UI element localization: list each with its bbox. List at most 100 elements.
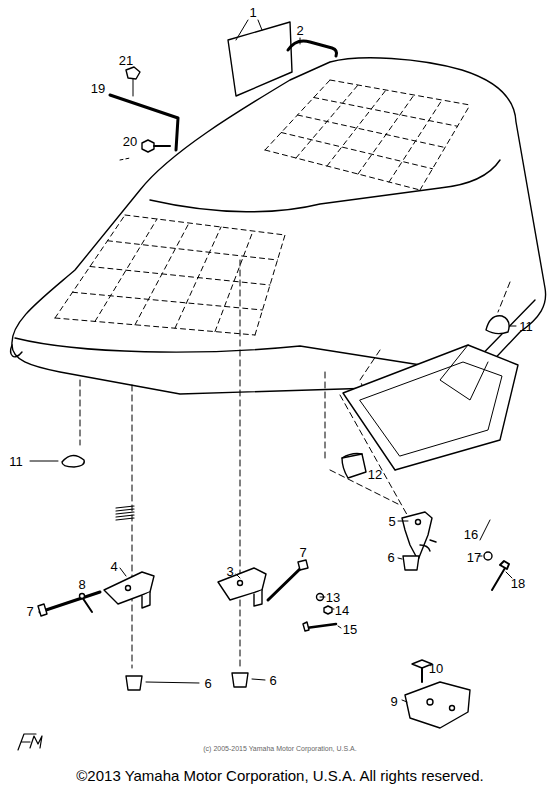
seat-quilting bbox=[90, 267, 270, 286]
callout-number: 20 bbox=[123, 135, 137, 148]
seat-quilting bbox=[175, 227, 221, 328]
hinge-bracket bbox=[420, 540, 436, 551]
seat-cushion bbox=[12, 58, 546, 394]
seat-quilting bbox=[255, 235, 285, 335]
seat-strap bbox=[288, 41, 337, 56]
seat-damper bbox=[342, 454, 366, 479]
seat-lock-bracket bbox=[405, 682, 470, 728]
bolt bbox=[40, 592, 100, 612]
assembly-lines bbox=[240, 260, 241, 668]
seat-quilting bbox=[327, 90, 386, 166]
bolt bbox=[38, 560, 308, 616]
callout-number: 9 bbox=[390, 695, 397, 708]
assembly-lines bbox=[80, 260, 510, 668]
washer-nut bbox=[324, 606, 332, 614]
seat-quilting bbox=[265, 80, 330, 150]
callout-number: 13 bbox=[326, 591, 340, 604]
seat-quilting bbox=[73, 292, 263, 310]
bolt bbox=[298, 560, 308, 570]
spring bbox=[116, 506, 134, 520]
seat-bracket bbox=[120, 568, 240, 578]
seat-bracket bbox=[238, 581, 243, 586]
callout-number: 6 bbox=[269, 674, 276, 687]
spring bbox=[116, 506, 134, 520]
washer-nut bbox=[306, 624, 336, 628]
seat-rod bbox=[133, 79, 134, 96]
seat-base-plate bbox=[360, 362, 502, 456]
cap-nut bbox=[403, 556, 419, 570]
seat-quilting bbox=[95, 219, 157, 321]
seat-illustration bbox=[11, 20, 546, 750]
seat-cushion bbox=[11, 345, 22, 357]
seat-lock-bracket bbox=[421, 668, 423, 682]
seat-base-plate bbox=[343, 345, 518, 540]
callout-number: 10 bbox=[429, 662, 443, 675]
seat-quilting bbox=[358, 95, 414, 174]
seat-quilting bbox=[420, 105, 470, 190]
seat-rod bbox=[120, 158, 130, 160]
hinge-bracket bbox=[416, 520, 421, 525]
callout-number: 15 bbox=[343, 623, 357, 636]
seat-base-plate bbox=[440, 345, 488, 400]
callout-number: 2 bbox=[296, 24, 303, 37]
seat-rod bbox=[126, 67, 140, 79]
callout-number: 6 bbox=[204, 677, 211, 690]
seat-quilting bbox=[296, 85, 358, 158]
publisher-logo bbox=[18, 734, 42, 750]
callout-number: 8 bbox=[78, 578, 85, 591]
small-screw bbox=[478, 556, 512, 578]
assembly-lines bbox=[330, 470, 400, 505]
callout-number: 17 bbox=[467, 551, 481, 564]
seat-quilting bbox=[314, 98, 458, 127]
seat-strap bbox=[236, 20, 262, 40]
callout-number: 16 bbox=[464, 528, 478, 541]
cap-nut bbox=[232, 673, 248, 687]
callout-number: 21 bbox=[119, 54, 133, 67]
assembly-lines bbox=[498, 282, 510, 312]
seat-quilting bbox=[55, 215, 125, 318]
callout-number: 4 bbox=[110, 560, 117, 573]
seat-lock-bracket bbox=[427, 699, 433, 705]
seat-bracket bbox=[104, 568, 266, 608]
seat-rod bbox=[110, 67, 178, 160]
cap-nut bbox=[146, 558, 402, 683]
callout-number: 5 bbox=[388, 515, 395, 528]
seat-damper bbox=[342, 454, 362, 459]
callout-number: 11 bbox=[519, 320, 533, 333]
screw bbox=[80, 594, 85, 599]
callout-number: 18 bbox=[511, 577, 525, 590]
screw bbox=[80, 594, 93, 613]
seat-cushion bbox=[11, 58, 546, 394]
seat-quilting bbox=[108, 241, 278, 260]
seat-quilting bbox=[298, 115, 446, 148]
copyright-caption: ©2013 Yamaha Motor Corporation, U.S.A. A… bbox=[0, 767, 560, 784]
seat-quilting bbox=[135, 223, 189, 325]
washer-nut bbox=[303, 622, 309, 631]
callout-number: 14 bbox=[335, 604, 349, 617]
callout-number: 12 bbox=[368, 468, 382, 481]
seat-rod bbox=[142, 140, 154, 152]
seat-base-plate bbox=[343, 345, 518, 470]
cap-nut bbox=[126, 556, 419, 690]
seat-lock-bracket bbox=[402, 660, 470, 728]
callout-number: 1 bbox=[249, 6, 256, 19]
bolt bbox=[38, 604, 47, 616]
cap-nut bbox=[126, 676, 142, 690]
seat-bracket bbox=[142, 592, 150, 608]
seat-bracket bbox=[126, 586, 131, 591]
small-screw bbox=[492, 561, 509, 590]
hinge-bracket bbox=[398, 521, 408, 522]
callout-number: 19 bbox=[91, 82, 105, 95]
screw bbox=[82, 597, 92, 612]
callout-number: 3 bbox=[226, 565, 233, 578]
callout-number: 11 bbox=[9, 455, 23, 468]
rubber-grommet bbox=[62, 455, 84, 467]
callout-number: 6 bbox=[387, 551, 394, 564]
seat-lock-bracket bbox=[450, 706, 455, 711]
seat-lock-bracket bbox=[402, 700, 407, 702]
seat-quilting bbox=[55, 318, 255, 335]
seat-cushion bbox=[150, 160, 500, 212]
seat-strap bbox=[300, 38, 301, 44]
